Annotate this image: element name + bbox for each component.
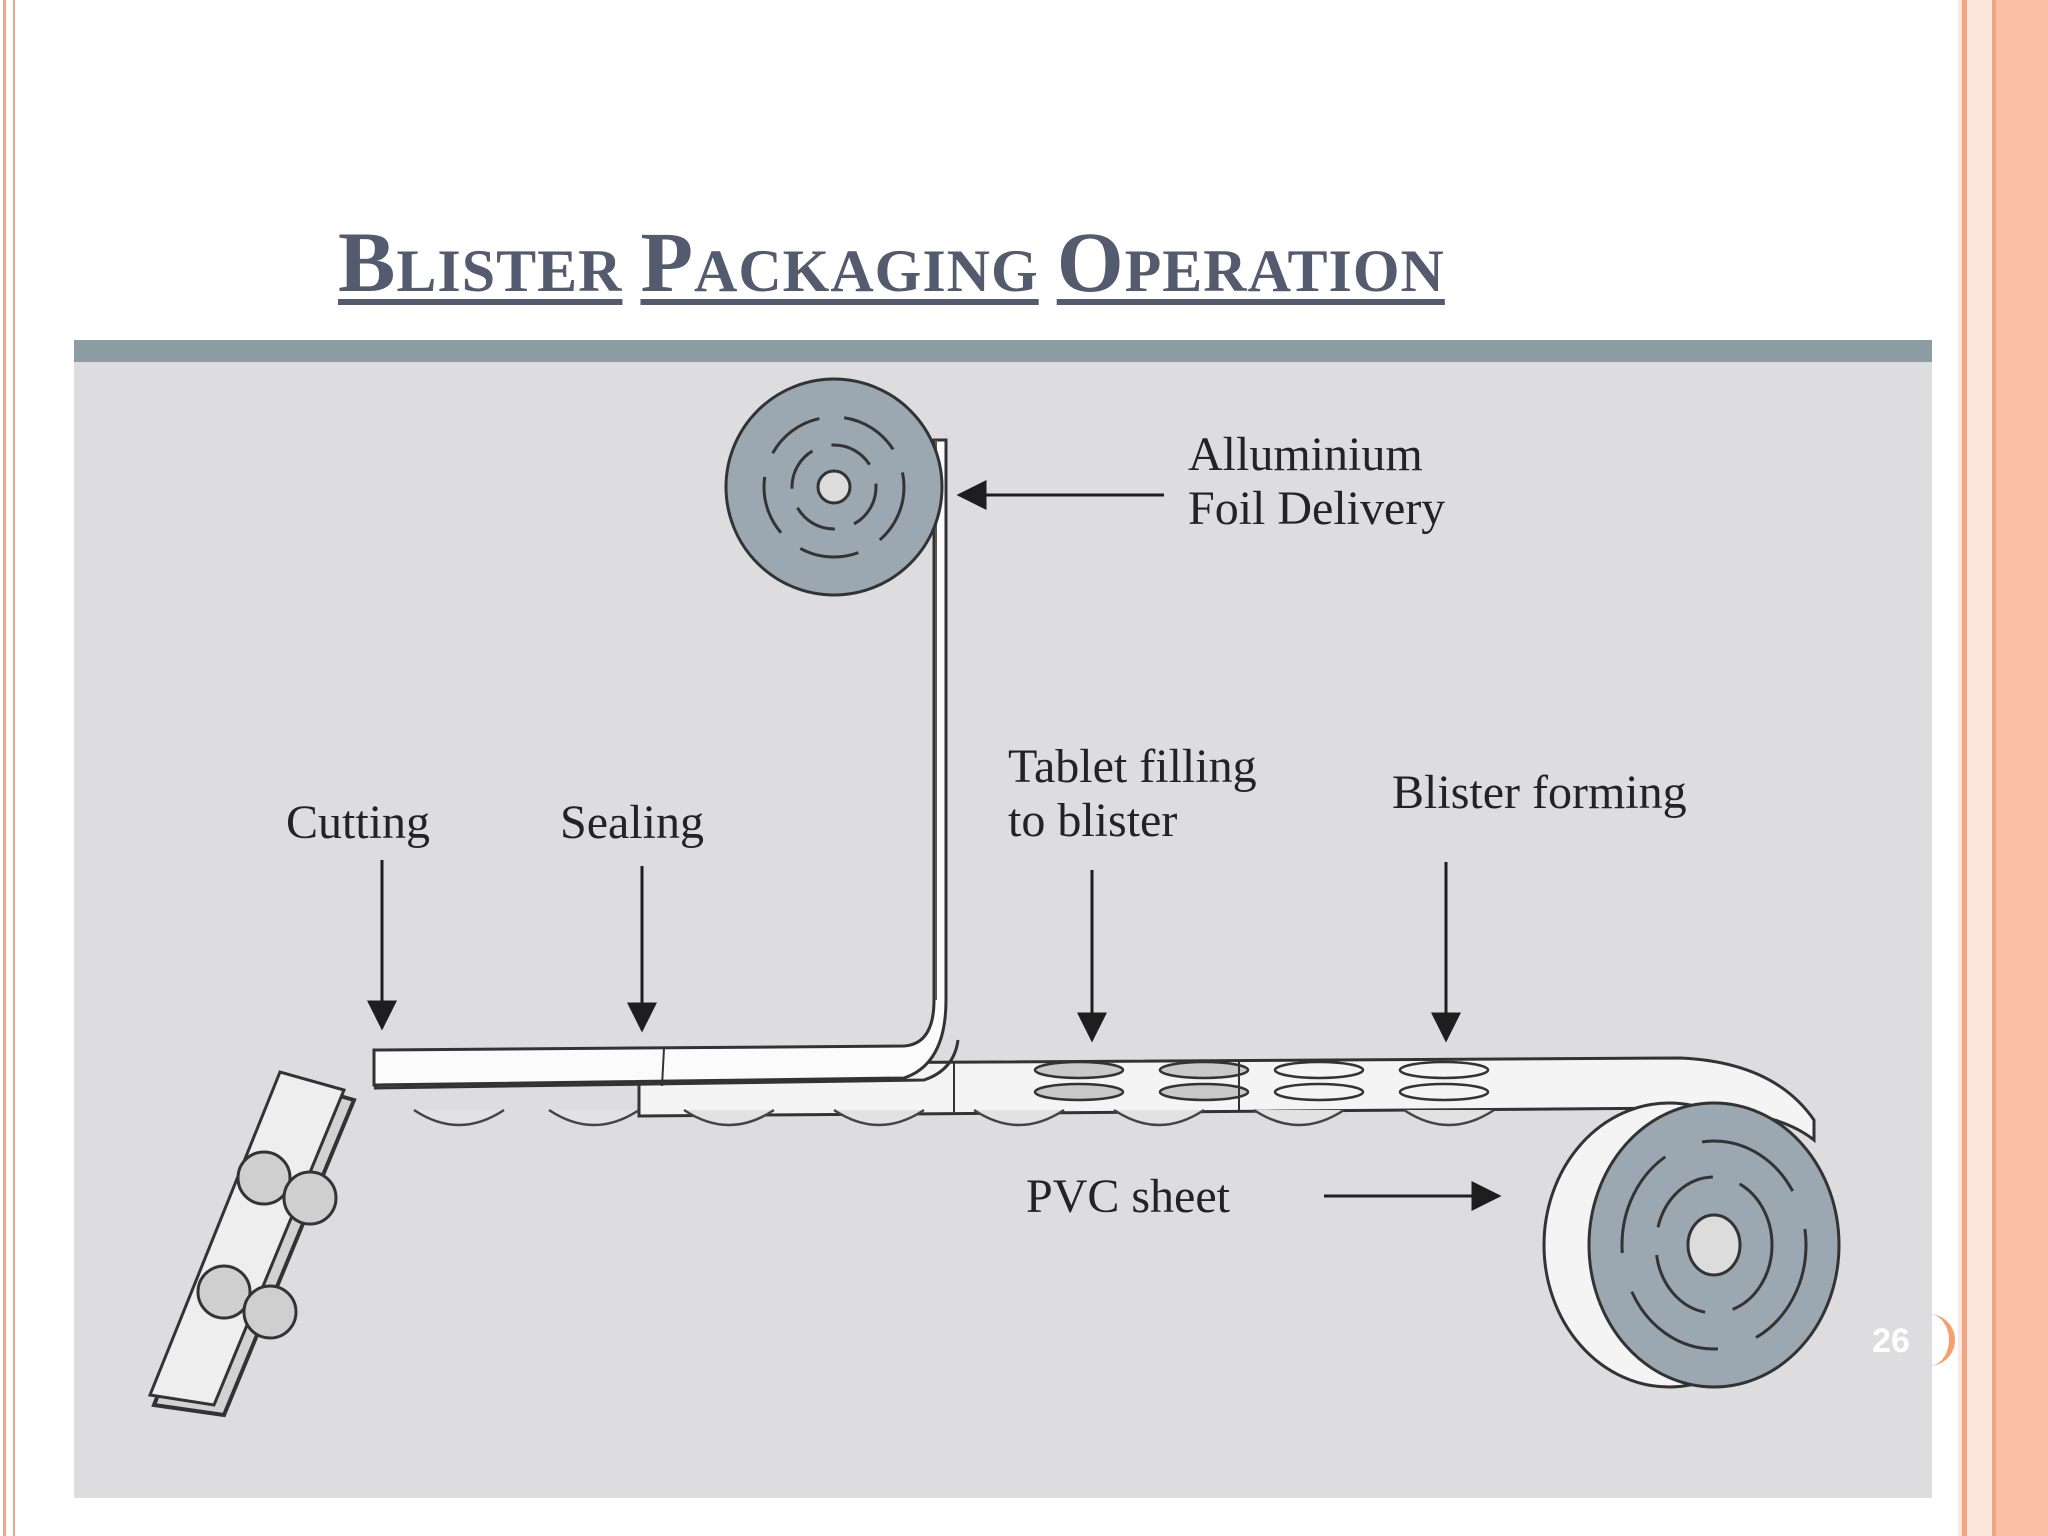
formed-pockets	[1273, 1060, 1490, 1102]
slide-number-ring	[1925, 1314, 1955, 1366]
label-blister-forming: Blister forming	[1392, 766, 1687, 819]
title-word: Packaging	[640, 214, 1039, 310]
label-cutting: Cutting	[286, 796, 430, 849]
diagram-canvas: Alluminium Foil Delivery Cutting Sealing…	[147, 377, 1841, 1418]
label-foil-line2: Foil Delivery	[1188, 482, 1445, 535]
title-word: Operation	[1056, 214, 1445, 310]
figure-header-bar	[74, 340, 1932, 362]
label-foil-line1: Alluminium	[1188, 428, 1423, 481]
right-border-decoration	[1958, 0, 2048, 1536]
pvc-roll	[1542, 1101, 1841, 1389]
slide-number: 26	[1872, 1322, 1910, 1360]
foil-roll	[724, 377, 944, 597]
label-tablet-line2: to blister	[1008, 794, 1177, 847]
label-tablet-line1: Tablet filling	[1008, 740, 1257, 793]
tablet-pockets	[1033, 1060, 1250, 1102]
blister-packaging-diagram: Alluminium Foil Delivery Cutting Sealing…	[74, 340, 1932, 1498]
blister-card	[147, 1070, 357, 1418]
blister-cavities	[413, 1108, 1495, 1127]
title-word: Blister	[338, 214, 623, 310]
sealed-strip	[372, 438, 948, 1087]
label-pvc-sheet: PVC sheet	[1026, 1170, 1231, 1223]
label-sealing: Sealing	[560, 796, 704, 849]
left-border-decoration	[0, 0, 22, 1536]
